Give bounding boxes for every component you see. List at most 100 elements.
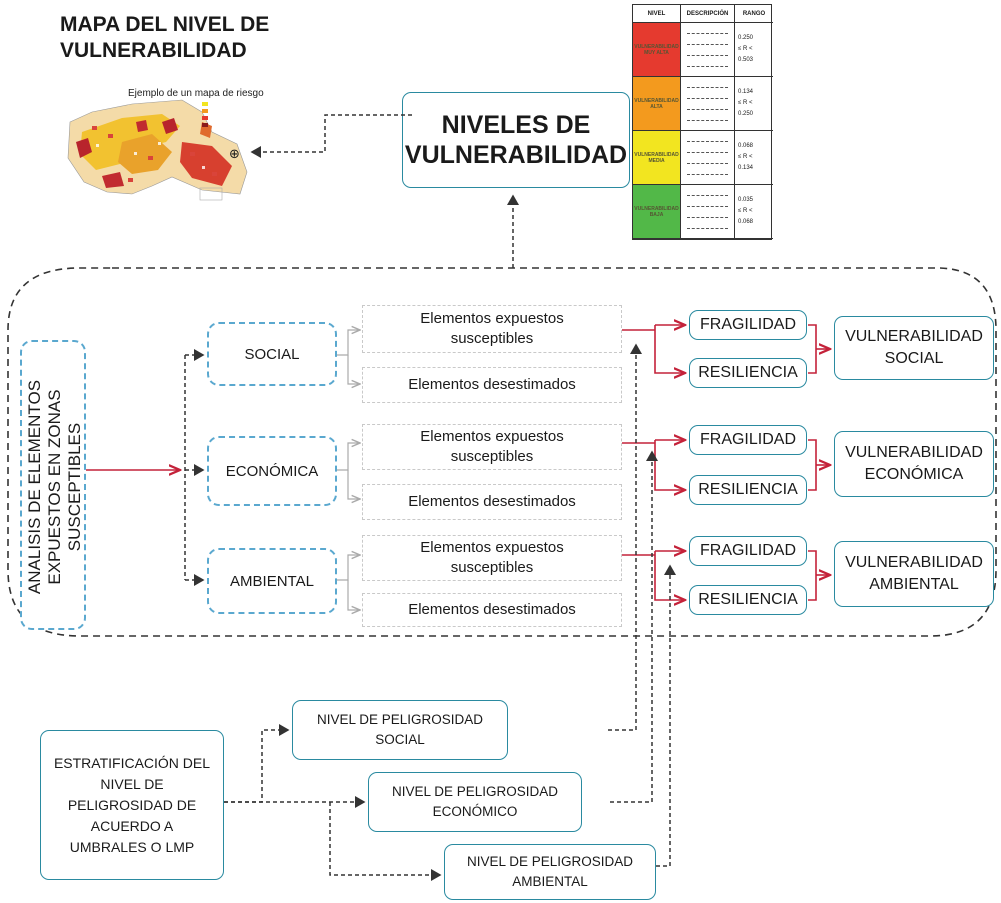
table-description-cell (681, 131, 735, 185)
result-vulnerabilidad-ambiental: VULNERABILIDAD AMBIENTAL (834, 541, 994, 607)
niveles-de-vulnerabilidad-box: NIVELES DE VULNERABILIDAD (402, 92, 630, 188)
analysis-elements-box: ANALISIS DE ELEMENTOS EXPUESTOS EN ZONAS… (20, 340, 86, 630)
exposed-elements-social: Elementos expuestos susceptibles (362, 305, 622, 353)
table-description-cell (681, 77, 735, 131)
map-title-line1: MAPA DEL NIVEL DE (60, 13, 270, 36)
risk-map-image (67, 99, 248, 201)
result-line2: SOCIAL (884, 350, 944, 367)
stratification-line4: ACUERDO A (90, 817, 174, 834)
exposed-line1: Elementos expuestos (420, 539, 564, 556)
exposed-line1: Elementos expuestos (420, 428, 564, 445)
exposed-line2: susceptibles (450, 330, 534, 347)
table-range-cell: 0.134 ≤ R < 0.250 (735, 77, 773, 131)
resilience-economica: RESILIENCIA (689, 475, 807, 505)
result-line2: AMBIENTAL (869, 576, 959, 593)
map-title: MAPA DEL NIVEL DE VULNERABILIDAD (60, 12, 270, 64)
range-value: 0.503 (738, 57, 754, 63)
table-header-description: DESCRIPCIÓN (681, 5, 735, 23)
range-value: ≤ R < (738, 46, 753, 52)
dismissed-elements-social: Elementos desestimados (362, 367, 622, 403)
category-economica-label: ECONÓMICA (225, 462, 319, 480)
table-range-cell: 0.250 ≤ R < 0.503 (735, 23, 773, 77)
range-value: 0.068 (738, 219, 754, 225)
table-range-cell: 0.035 ≤ R < 0.068 (735, 185, 773, 239)
range-value: 0.134 (738, 165, 754, 171)
analysis-line1: ANALISIS DE ELEMENTOS (25, 379, 44, 595)
vulnerability-level-table: NIVEL DESCRIPCIÓN RANGO VULNERABILIDAD M… (632, 4, 773, 240)
range-value: 0.250 (738, 35, 754, 41)
category-social: SOCIAL (207, 322, 337, 386)
analysis-line3: SUSCEPTIBLES (65, 422, 84, 552)
result-line1: VULNERABILIDAD (845, 554, 983, 571)
stratification-line1: ESTRATIFICACIÓN DEL (53, 754, 211, 771)
hazard-level-social: NIVEL DE PELIGROSIDAD SOCIAL (292, 700, 508, 760)
exposed-line1: Elementos expuestos (420, 310, 564, 327)
hazard-line1: NIVEL DE PELIGROSIDAD (316, 712, 484, 727)
analysis-vertical-text: ANALISIS DE ELEMENTOS EXPUESTOS EN ZONAS… (22, 342, 88, 632)
niveles-line2: VULNERABILIDAD (404, 141, 628, 169)
result-line1: VULNERABILIDAD (845, 444, 983, 461)
exposed-line2: susceptibles (450, 559, 534, 576)
hazard-level-ambiental: NIVEL DE PELIGROSIDAD AMBIENTAL (444, 844, 656, 900)
map-caption: Ejemplo de un mapa de riesgo (128, 88, 264, 99)
resilience-label: RESILIENCIA (698, 591, 798, 608)
dismissed-label: Elementos desestimados (408, 376, 576, 393)
stratification-box: ESTRATIFICACIÓN DEL NIVEL DE PELIGROSIDA… (40, 730, 224, 880)
range-value: ≤ R < (738, 100, 753, 106)
range-value: 0.035 (738, 197, 754, 203)
exposed-elements-economica: Elementos expuestos susceptibles (362, 424, 622, 470)
range-value: 0.134 (738, 89, 754, 95)
niveles-line1: NIVELES DE (441, 111, 591, 139)
fragility-economica: FRAGILIDAD (689, 425, 807, 455)
resilience-ambiental: RESILIENCIA (689, 585, 807, 615)
fragility-ambiental: FRAGILIDAD (689, 536, 807, 566)
table-level-cell: VULNERABILIDAD MUY ALTA (633, 23, 681, 77)
table-header-range: RANGO (735, 5, 773, 23)
result-line1: VULNERABILIDAD (845, 328, 983, 345)
resilience-social: RESILIENCIA (689, 358, 807, 388)
dismissed-label: Elementos desestimados (408, 493, 576, 510)
resilience-label: RESILIENCIA (698, 364, 798, 381)
result-vulnerabilidad-social: VULNERABILIDAD SOCIAL (834, 316, 994, 380)
fragility-label: FRAGILIDAD (699, 431, 796, 448)
hazard-level-economico: NIVEL DE PELIGROSIDAD ECONÓMICO (368, 772, 582, 832)
category-ambiental-label: AMBIENTAL (230, 572, 314, 590)
analysis-line2: EXPUESTOS EN ZONAS (45, 389, 64, 585)
table-range-cell: 0.068 ≤ R < 0.134 (735, 131, 773, 185)
exposed-line2: susceptibles (450, 448, 534, 465)
north-arrow-icon: ⊕ (229, 146, 240, 161)
table-level-cell: VULNERABILIDAD BAJA (633, 185, 681, 239)
table-level-cell: VULNERABILIDAD MEDIA (633, 131, 681, 185)
result-vulnerabilidad-economica: VULNERABILIDAD ECONÓMICA (834, 431, 994, 497)
hazard-line2: AMBIENTAL (512, 874, 588, 889)
map-title-line2: VULNERABILIDAD (60, 39, 247, 62)
table-description-cell (681, 23, 735, 77)
table-header-level: NIVEL (633, 5, 681, 23)
hazard-line1: NIVEL DE PELIGROSIDAD (466, 854, 634, 869)
hazard-line2: SOCIAL (375, 732, 425, 747)
dismissed-label: Elementos desestimados (408, 601, 576, 618)
range-value: 0.068 (738, 143, 754, 149)
category-ambiental: AMBIENTAL (207, 548, 337, 614)
range-value: 0.250 (738, 111, 754, 117)
table-level-cell: VULNERABILIDAD ALTA (633, 77, 681, 131)
fragility-social: FRAGILIDAD (689, 310, 807, 340)
table-description-cell (681, 185, 735, 239)
fragility-label: FRAGILIDAD (699, 542, 796, 559)
dismissed-elements-economica: Elementos desestimados (362, 484, 622, 520)
range-value: ≤ R < (738, 208, 753, 214)
stratification-line3: PELIGROSIDAD DE (67, 796, 197, 813)
category-economica: ECONÓMICA (207, 436, 337, 506)
stratification-line5: UMBRALES O LMP (69, 838, 195, 855)
fragility-label: FRAGILIDAD (699, 316, 796, 333)
hazard-line1: NIVEL DE PELIGROSIDAD (391, 784, 559, 799)
category-social-label: SOCIAL (244, 345, 300, 363)
resilience-label: RESILIENCIA (698, 481, 798, 498)
stratification-line2: NIVEL DE (100, 775, 164, 792)
dismissed-elements-ambiental: Elementos desestimados (362, 593, 622, 627)
exposed-elements-ambiental: Elementos expuestos susceptibles (362, 535, 622, 581)
result-line2: ECONÓMICA (864, 466, 964, 483)
hazard-line2: ECONÓMICO (432, 804, 518, 819)
range-value: ≤ R < (738, 154, 753, 160)
